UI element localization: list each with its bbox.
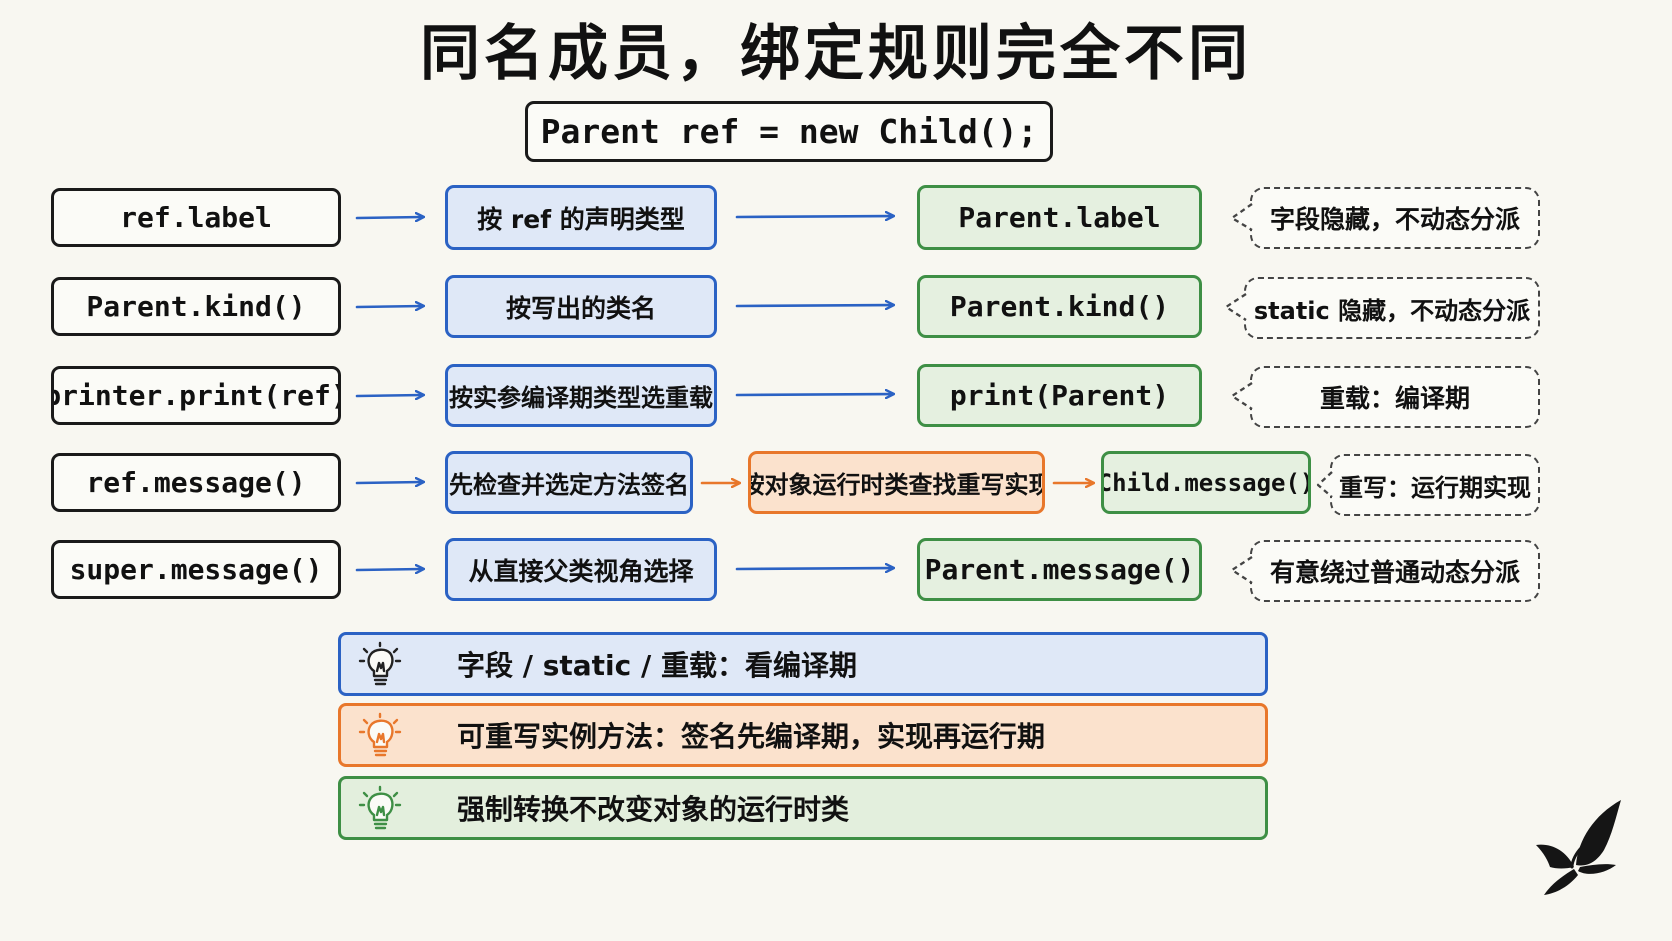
arrow xyxy=(735,305,893,306)
expression-box: super.message() xyxy=(51,540,341,599)
summary-text: 可重写实例方法：签名先编译期，实现再运行期 xyxy=(457,720,1046,753)
rule-label: 按写出的类名 xyxy=(505,293,656,323)
note-bubble: 字段隐藏，不动态分派 xyxy=(1250,187,1540,249)
result-label: Parent.message() xyxy=(924,553,1195,586)
result-box: print(Parent) xyxy=(917,364,1202,427)
note-label: 字段隐藏，不动态分派 xyxy=(1269,205,1520,234)
expression-label: Parent.kind() xyxy=(86,290,306,323)
result-label: Child.message() xyxy=(1101,468,1311,497)
summary-banner: 字段 / static / 重载：看编译期 xyxy=(338,632,1268,696)
rule-box: 先检查并选定方法签名 xyxy=(445,451,693,514)
declaration-box: Parent ref = new Child(); xyxy=(525,101,1053,162)
arrow xyxy=(355,306,423,307)
result-label: Parent.label xyxy=(958,201,1161,234)
note-label: static 隐藏，不动态分派 xyxy=(1253,296,1531,325)
runtime-rule-box: 按对象运行时类查找重写实现 xyxy=(748,451,1045,514)
lightbulb-icon xyxy=(358,712,402,757)
result-label: Parent.kind() xyxy=(949,290,1170,323)
rule-label: 先检查并选定方法签名 xyxy=(449,471,689,499)
note-bubble: static 隐藏，不动态分派 xyxy=(1244,277,1540,339)
expression-label: ref.label xyxy=(120,201,272,234)
arrow xyxy=(355,569,423,570)
note-label: 有意绕过普通动态分派 xyxy=(1269,558,1520,587)
note-bubble: 有意绕过普通动态分派 xyxy=(1250,540,1540,602)
lightbulb-icon xyxy=(358,641,402,686)
note-tail xyxy=(1230,556,1253,584)
summary-text: 强制转换不改变对象的运行时类 xyxy=(457,793,850,826)
expression-box: printer.print(ref) xyxy=(51,366,341,425)
rule-box: 按 ref 的声明类型 xyxy=(445,185,717,250)
summary-text: 字段 / static / 重载：看编译期 xyxy=(457,649,857,682)
rule-label: 从直接父类视角选择 xyxy=(468,556,694,586)
page-title: 同名成员，绑定规则完全不同 xyxy=(420,19,1252,89)
rule-box: 按实参编译期类型选重载 xyxy=(445,364,717,427)
arrow xyxy=(355,395,423,396)
expression-box: Parent.kind() xyxy=(51,277,341,336)
arrow xyxy=(355,482,423,483)
result-box: Child.message() xyxy=(1101,451,1311,514)
runtime-rule-label: 按对象运行时类查找重写实现 xyxy=(748,471,1045,499)
result-box: Parent.label xyxy=(917,185,1202,250)
note-bubble: 重写：运行期实现 xyxy=(1330,454,1540,516)
summary-banner: 强制转换不改变对象的运行时类 xyxy=(338,776,1268,840)
rule-box: 从直接父类视角选择 xyxy=(445,538,717,601)
arrow xyxy=(735,216,893,217)
note-tail xyxy=(1316,471,1333,498)
rule-label: 按实参编译期类型选重载 xyxy=(449,384,713,412)
arrow xyxy=(735,394,893,395)
rule-label: 按 ref 的声明类型 xyxy=(477,204,685,234)
rule-box: 按写出的类名 xyxy=(445,275,717,338)
expression-label: super.message() xyxy=(69,553,323,586)
note-bubble: 重载：编译期 xyxy=(1250,366,1540,428)
result-box: Parent.message() xyxy=(917,538,1202,601)
result-box: Parent.kind() xyxy=(917,275,1202,338)
declaration-code: Parent ref = new Child(); xyxy=(540,112,1038,151)
butterfly-logo xyxy=(1536,800,1621,895)
result-label: print(Parent) xyxy=(949,379,1170,412)
note-tail xyxy=(1230,382,1253,410)
summary-banner: 可重写实例方法：签名先编译期，实现再运行期 xyxy=(338,703,1268,767)
note-label: 重载：编译期 xyxy=(1319,384,1470,413)
note-tail xyxy=(1230,203,1253,231)
expression-box: ref.message() xyxy=(51,453,341,512)
lightbulb-icon xyxy=(358,785,402,830)
expression-box: ref.label xyxy=(51,188,341,247)
arrow xyxy=(735,568,893,569)
note-tail xyxy=(1224,293,1247,321)
expression-label: ref.message() xyxy=(86,466,306,499)
arrow xyxy=(355,217,423,218)
note-label: 重写：运行期实现 xyxy=(1339,473,1531,502)
expression-label: printer.print(ref) xyxy=(51,379,341,412)
